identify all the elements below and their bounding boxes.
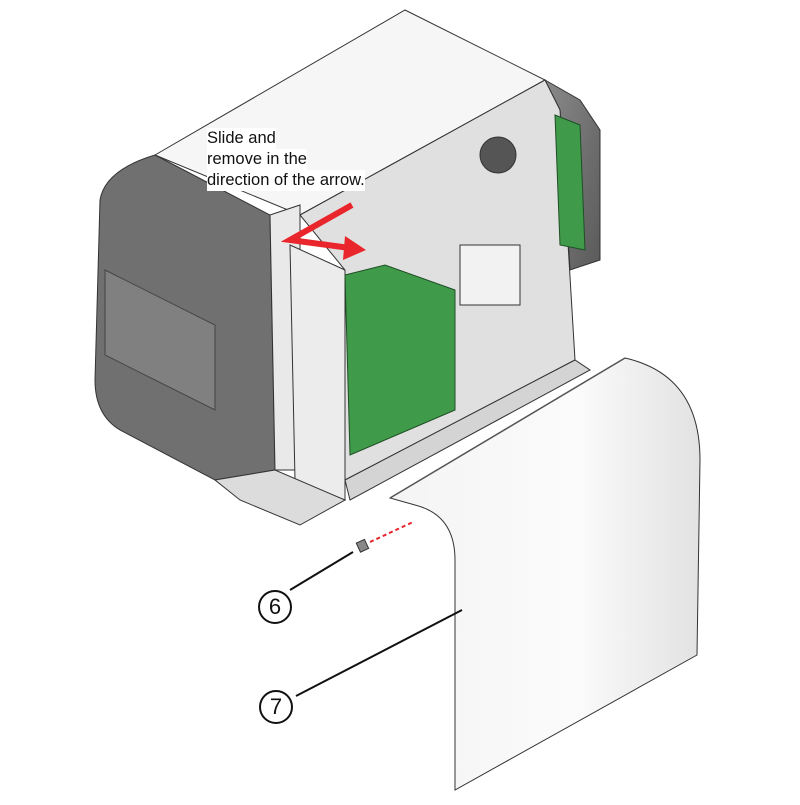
- instruction-line-3: direction of the arrow.: [207, 170, 365, 191]
- arrow-shaft: [280, 202, 354, 251]
- motor-block: [459, 244, 521, 306]
- callout-7: 7: [259, 690, 293, 724]
- removed-side-cover: [388, 357, 701, 791]
- instruction-line-2: remove in the: [207, 149, 307, 170]
- circuit-board-right: [554, 114, 586, 251]
- leader-line-7: [295, 609, 463, 697]
- cover-panel: [388, 357, 701, 791]
- motor-gear: [479, 136, 517, 174]
- slide-direction-arrow: [280, 202, 366, 260]
- slide-instruction: Slide and remove in the direction of the…: [207, 128, 407, 191]
- screw-dashed-line: [369, 521, 414, 543]
- front-connector-plate: [289, 244, 346, 501]
- arrow-head: [343, 236, 366, 260]
- instruction-line-1: Slide and: [207, 128, 276, 149]
- base-plate: [213, 469, 347, 526]
- screw-assembly: [355, 521, 414, 553]
- screw: [355, 538, 370, 553]
- circuit-board: [344, 264, 456, 456]
- leader-line-6: [289, 551, 354, 591]
- base-plate-right: [344, 359, 591, 501]
- callout-6: 6: [258, 590, 292, 624]
- left-recessed-panel: [104, 269, 216, 411]
- cover-top-edge: [389, 357, 626, 499]
